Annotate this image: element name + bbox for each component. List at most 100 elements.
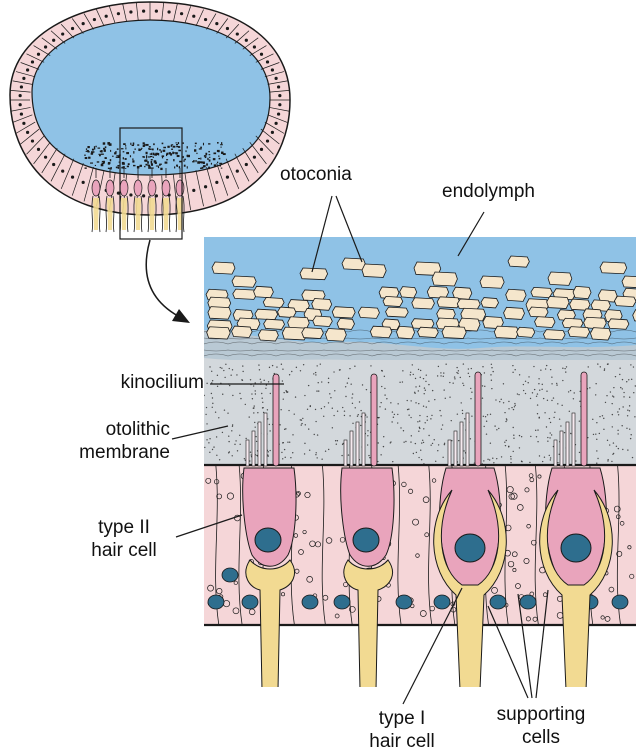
sac-otoconium <box>170 153 172 155</box>
stereocilium <box>448 440 451 466</box>
stipple-dot <box>603 429 604 430</box>
stipple-dot <box>360 410 361 411</box>
stipple-dot <box>284 449 285 450</box>
stipple-dot <box>250 379 251 380</box>
supporting-cell-nucleus <box>520 595 536 609</box>
sac-otoconium <box>220 144 223 145</box>
sac-otoconium <box>94 148 95 150</box>
stipple-dot <box>380 402 381 403</box>
stipple-dot <box>438 366 439 367</box>
stipple-dot <box>505 445 506 446</box>
stipple-dot <box>530 436 531 437</box>
stipple-dot <box>470 398 471 399</box>
stipple-dot <box>206 383 207 384</box>
sac-cell-nucleus <box>204 185 207 188</box>
sac-otoconium <box>204 155 207 157</box>
stipple-dot <box>212 380 213 381</box>
stipple-dot <box>260 379 261 380</box>
stipple-dot <box>629 410 630 411</box>
stipple-dot <box>537 441 538 442</box>
sac-otoconium <box>103 142 105 144</box>
stipple-dot <box>425 390 426 391</box>
stipple-dot <box>561 405 562 406</box>
otoconium-crystal <box>437 297 460 308</box>
otoconium-crystal <box>608 319 629 329</box>
stipple-dot <box>437 450 438 451</box>
stipple-dot <box>325 450 326 451</box>
supporting-cell-nucleus <box>434 595 450 609</box>
stipple-dot <box>392 461 393 462</box>
stipple-dot <box>268 381 269 382</box>
stipple-dot <box>352 423 353 424</box>
sac-cell-nucleus <box>278 103 281 106</box>
sac-otoconium <box>141 148 143 149</box>
stipple-dot <box>556 383 557 384</box>
stipple-dot <box>359 401 360 402</box>
stipple-dot <box>288 410 289 411</box>
otoconium-crystal <box>386 307 409 317</box>
sac-otoconium <box>99 155 101 156</box>
sac-hair-cell-body <box>148 180 156 196</box>
stipple-dot <box>622 388 623 389</box>
sac-otoconium <box>85 167 87 168</box>
sac-otoconium <box>88 157 90 159</box>
sac-nerve-fill <box>135 198 141 230</box>
stipple-dot <box>539 390 540 391</box>
stipple-dot <box>553 417 554 418</box>
stipple-dot <box>416 452 417 453</box>
stipple-dot <box>336 444 337 445</box>
stipple-dot <box>309 450 310 451</box>
sac-otoconium <box>166 159 168 160</box>
stipple-dot <box>204 395 205 396</box>
stipple-dot <box>468 373 469 374</box>
sac-otoconium <box>132 158 133 160</box>
sac-otoconium <box>173 152 176 153</box>
stipple-dot <box>492 458 493 459</box>
stipple-dot <box>211 371 212 372</box>
stipple-dot <box>504 442 505 443</box>
stipple-dot <box>348 454 349 455</box>
stipple-dot <box>269 450 270 451</box>
stipple-dot <box>616 446 617 447</box>
stipple-dot <box>514 369 515 370</box>
stipple-dot <box>434 439 435 440</box>
stipple-dot <box>463 450 464 451</box>
stipple-dot <box>381 386 382 387</box>
sac-otoconium <box>125 147 126 149</box>
stipple-dot <box>628 379 629 380</box>
stipple-dot <box>270 393 271 394</box>
stipple-dot <box>595 394 596 395</box>
stereocilium <box>454 431 457 466</box>
otoconium-crystal <box>573 286 591 298</box>
sac-otoconium <box>93 151 94 152</box>
stipple-dot <box>300 370 301 371</box>
stipple-dot <box>627 449 628 450</box>
sac-otoconium <box>209 154 211 155</box>
stipple-dot <box>316 457 317 458</box>
otoconium-crystal <box>427 286 448 298</box>
stipple-dot <box>452 382 453 383</box>
stipple-dot <box>321 458 322 459</box>
stipple-dot <box>304 443 305 444</box>
stipple-dot <box>559 418 560 419</box>
sac-cell-nucleus <box>93 18 96 21</box>
stipple-dot <box>530 398 531 399</box>
stipple-dot <box>424 393 425 394</box>
stipple-dot <box>613 387 614 388</box>
stipple-dot <box>420 450 421 451</box>
stipple-dot <box>518 394 519 395</box>
otoconium-crystal <box>342 258 365 270</box>
stipple-dot <box>634 416 635 417</box>
sac-cell-nucleus <box>105 15 108 18</box>
stipple-dot <box>496 458 497 459</box>
stipple-dot <box>397 422 398 423</box>
stipple-dot <box>471 368 472 369</box>
stipple-dot <box>494 425 495 426</box>
stipple-dot <box>384 394 385 395</box>
stipple-dot <box>456 372 457 373</box>
stipple-dot <box>204 447 205 448</box>
sac-otoconium <box>183 156 184 158</box>
stipple-dot <box>617 430 618 431</box>
stipple-dot <box>305 424 306 425</box>
stipple-dot <box>348 378 349 379</box>
